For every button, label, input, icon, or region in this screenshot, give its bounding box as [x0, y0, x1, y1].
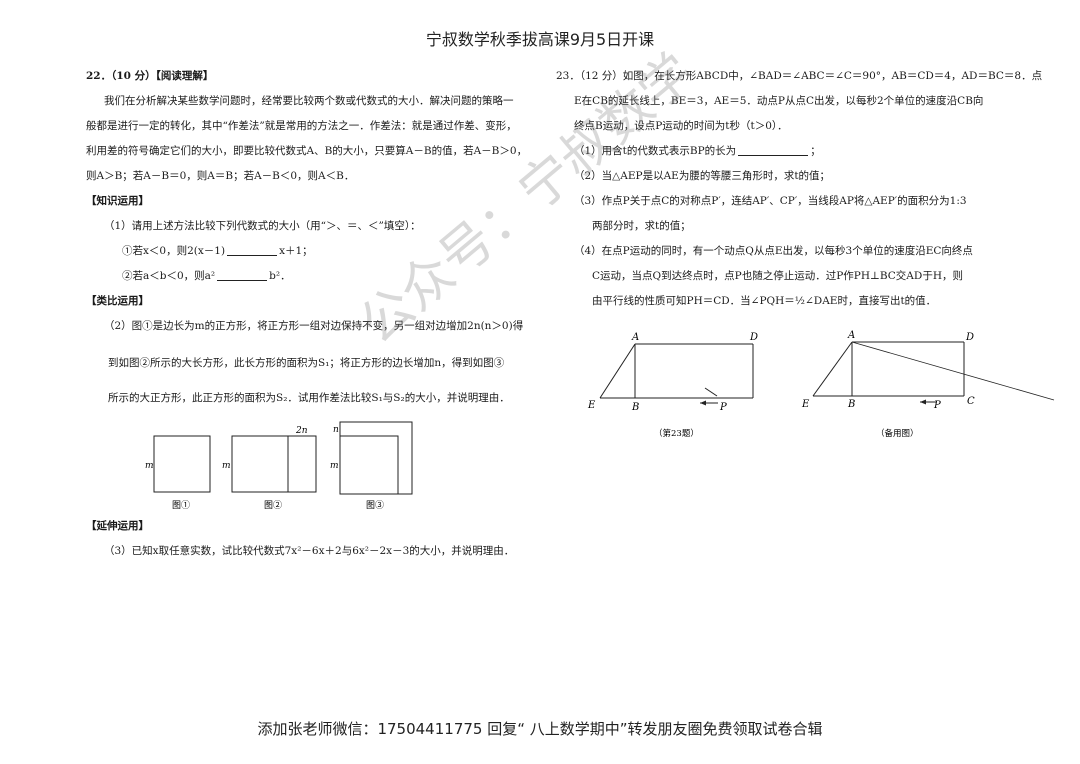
fig3-label-n: n	[333, 425, 339, 435]
q23-main-figure: A D E B P （第23题）	[587, 332, 758, 439]
q23-figures: A D E B P （第23题） A D E B P C （备用图）	[587, 330, 1055, 439]
q23-stem-line: 终点B运动，设点P运动的时间为t秒（t＞0）．	[574, 120, 788, 132]
question-22: 22．（10 分）【阅读理解】 我们在分析解决某些数学问题时，经常要比较两个数或…	[86, 64, 541, 411]
q23-part4-line: 由平行线的性质可知PH＝CD．当∠PQH＝½∠DAE时，直接写出t的值．	[592, 295, 937, 307]
label-d: D	[749, 332, 758, 343]
q23-part3-line: （3）作点P关于点C的对称点P′，连结AP′、CP′，当线段AP将△AEP′的面…	[574, 195, 967, 207]
q22-part3: （3）已知x取任意实数，试比较代数式7x²－6x＋2与6x²－2x－3的大小，并…	[104, 545, 515, 557]
label-b: B	[631, 402, 639, 413]
label-d: D	[965, 332, 974, 343]
q23-part1-pre: （1）用含t的代数式表示BP的长为	[574, 145, 737, 157]
q23-part3-line: 两部分时，求t的值；	[592, 220, 691, 232]
label-c: C	[967, 396, 975, 407]
fig2-label-2n: 2n	[295, 426, 308, 436]
q22-section-knowledge: 【知识运用】	[86, 195, 149, 207]
question-23: 23．（12 分）如图，在长方形ABCD中，∠BAD＝∠ABC＝∠C＝90°，A…	[556, 64, 1043, 314]
page-footer-text: 添加张老师微信：17504411775 回复“ 八上数学期中”转发朋友圈免费领取…	[257, 720, 823, 738]
extended-line	[851, 341, 1055, 401]
q22-intro-line: 利用差的符号确定它们的大小，即要比较代数式A、B的大小，只要算A－B的值，若A－…	[86, 145, 528, 157]
motion-tick	[704, 387, 718, 397]
page-header-title: 宁叔数学秋季拔高课9月5日开课	[425, 30, 655, 49]
q22-part1b: ②若a＜b＜0，则a² b²．	[86, 264, 541, 289]
q23-part1-post: ；	[810, 145, 821, 157]
q23-backup-figure: A D E B P C （备用图）	[801, 330, 1055, 439]
q22-intro-line: 我们在分析解决某些数学问题时，经常要比较两个数或代数式的大小．解决问题的策略一	[104, 95, 514, 107]
arrow-head-icon	[920, 399, 926, 405]
q23-part4-line: C运动，当点Q到达终点时，点P也随之停止运动．过P作PH⊥BC交AD于H，则	[592, 270, 963, 282]
fig3-label-m: m	[330, 461, 339, 471]
label-a: A	[631, 332, 639, 343]
arrow-head-icon	[700, 400, 706, 406]
fig2-rectangle	[231, 435, 317, 493]
q22-intro-line: 般都是进行一定的转化，其中“作差法”就是常用的方法之一．作差法：就是通过作差、变…	[86, 120, 517, 132]
label-a: A	[847, 330, 855, 341]
q23-stem-line: E在CB的延长线上，BE＝3，AE＝5．动点P从点C出发，以每秒2个单位的速度沿…	[574, 95, 984, 107]
fig2-caption: 图②	[264, 500, 282, 511]
q22-intro-line: 则A＞B；若A－B＝0，则A＝B；若A－B＜0，则A＜B．	[86, 170, 355, 182]
backup-figure-caption: （备用图）	[876, 428, 919, 439]
q23-part2: （2）当△AEP是以AE为腰的等腰三角形时，求t的值；	[574, 170, 831, 182]
q22-part2-line: 到如图②所示的大长方形，此长方形的面积为S₁；将正方形的边长增加n，得到如图③	[108, 357, 505, 369]
answer-blank	[217, 268, 268, 281]
label-p: P	[933, 400, 941, 411]
fig1-square	[153, 435, 211, 493]
q22-part1a-post: x＋1；	[279, 245, 313, 257]
q22-part1b-pre: ②若a＜b＜0，则a²	[122, 270, 216, 282]
q22-part1b-post: b²．	[269, 270, 291, 282]
fig2-label-m: m	[222, 461, 231, 471]
fig3-outer-square	[339, 421, 413, 495]
label-e: E	[801, 399, 810, 410]
answer-blank	[738, 143, 809, 156]
q23-part1: （1）用含t的代数式表示BP的长为 ；	[556, 139, 1011, 164]
q22-part2-line: （2）图①是边长为m的正方形，将正方形一组对边保持不变，另一组对边增加2n(n＞…	[104, 320, 524, 332]
segment-ae	[812, 341, 853, 397]
q22-section-analogy: 【类比运用】	[86, 295, 149, 307]
q22-extension: 【延伸运用】 （3）已知x取任意实数，试比较代数式7x²－6x＋2与6x²－2x…	[86, 514, 541, 564]
fig3-inner-square	[339, 435, 399, 495]
q22-section-extension: 【延伸运用】	[86, 520, 149, 532]
q22-part1a: ①若x＜0，则2(x－1) x＋1；	[86, 239, 541, 264]
label-b: B	[847, 399, 855, 410]
q23-part4-line: （4）在点P运动的同时，有一个动点Q从点E出发，以每秒3个单位的速度沿EC向终点	[574, 245, 973, 257]
q23-stem-line: 23．（12 分）如图，在长方形ABCD中，∠BAD＝∠ABC＝∠C＝90°，A…	[556, 70, 1043, 82]
q22-figures: m 图① m 2n 图② n m 图③	[145, 421, 413, 511]
q22-part1a-pre: ①若x＜0，则2(x－1)	[122, 245, 226, 257]
answer-blank	[227, 243, 278, 256]
fig3-caption: 图③	[366, 500, 384, 511]
q22-part1-prompt: （1）请用上述方法比较下列代数式的大小（用“＞、＝、＜”填空）：	[104, 220, 421, 232]
label-p: P	[719, 402, 727, 413]
label-e: E	[587, 400, 596, 411]
segment-ae	[599, 343, 636, 399]
fig1-caption: 图①	[172, 500, 190, 511]
q22-part2-line: 所示的大正方形，此正方形的面积为S₂．试用作差法比较S₁与S₂的大小，并说明理由…	[108, 392, 510, 404]
q22-heading: 22．（10 分）【阅读理解】	[86, 70, 214, 82]
fig1-label-m: m	[145, 461, 154, 471]
figure-caption: （第23题）	[654, 428, 699, 439]
